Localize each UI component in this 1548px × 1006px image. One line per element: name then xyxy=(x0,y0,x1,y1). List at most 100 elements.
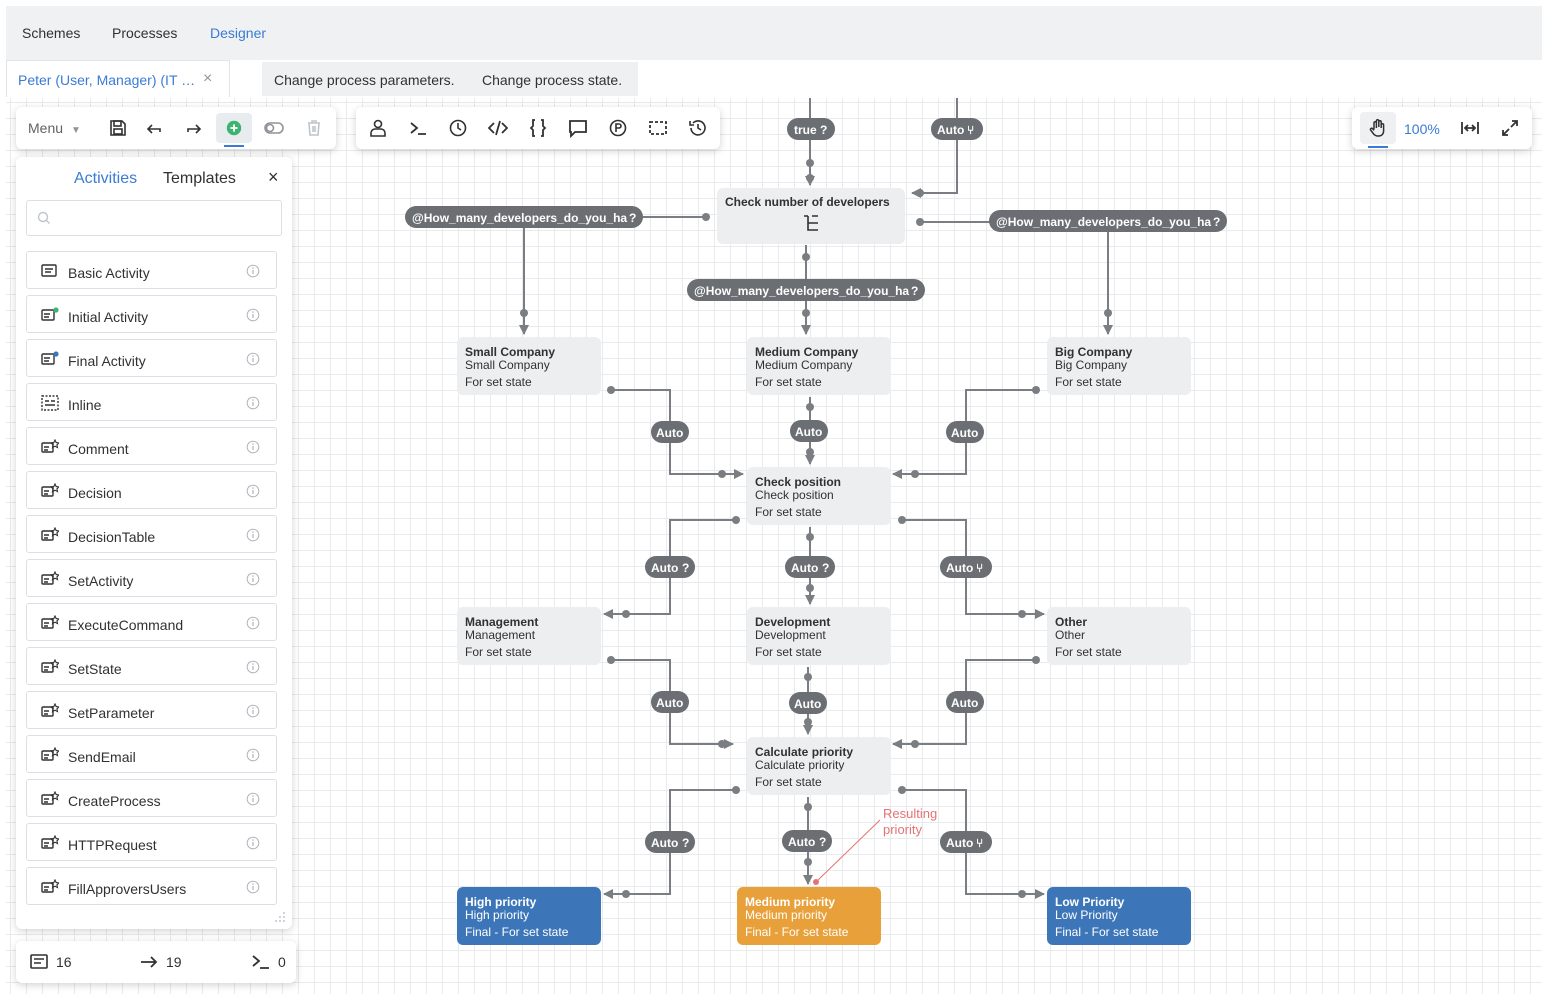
auto-pill[interactable]: Auto xyxy=(946,421,984,443)
transition-line[interactable] xyxy=(519,216,706,335)
actor-icon[interactable] xyxy=(366,116,390,140)
condition-pill-auto[interactable]: Auto ⑂ xyxy=(931,118,983,140)
fit-width-icon[interactable] xyxy=(1458,116,1482,140)
activity-item-setactivity[interactable]: SetActivity xyxy=(26,559,277,597)
nav-designer[interactable]: Designer xyxy=(210,25,267,41)
tab-templates[interactable]: Templates xyxy=(163,170,236,187)
info-icon[interactable] xyxy=(246,792,260,806)
change-state-link[interactable]: Change process state. xyxy=(482,72,623,88)
activity-development[interactable]: Development Development For set state xyxy=(747,607,891,665)
activity-item-basic-activity[interactable]: Basic Activity xyxy=(26,251,277,289)
code-icon[interactable] xyxy=(486,116,510,140)
resize-grip-icon[interactable] xyxy=(274,911,286,923)
selection-icon[interactable] xyxy=(646,116,670,140)
activity-item-final-activity[interactable]: Final Activity xyxy=(26,339,277,377)
auto-condition-pill[interactable]: Auto? xyxy=(785,556,835,578)
auto-pill[interactable]: Auto xyxy=(651,691,689,713)
activity-item-decisiontable[interactable]: DecisionTable xyxy=(26,515,277,553)
timer-icon[interactable] xyxy=(446,116,470,140)
activity-item-createprocess[interactable]: CreateProcess xyxy=(26,779,277,817)
parameter-icon[interactable] xyxy=(606,116,630,140)
info-icon[interactable] xyxy=(246,572,260,586)
undo-icon[interactable] xyxy=(142,116,166,140)
info-icon[interactable] xyxy=(246,616,260,630)
info-icon[interactable] xyxy=(246,484,260,498)
activity-medium-priority[interactable]: Medium priority Medium priority Final - … xyxy=(737,887,881,945)
activity-high-priority[interactable]: High priority High priority Final - For … xyxy=(457,887,601,945)
info-icon[interactable] xyxy=(246,528,260,542)
info-icon[interactable] xyxy=(246,660,260,674)
menu-dropdown[interactable]: Menu▼ xyxy=(28,120,81,136)
tab-activities[interactable]: Activities xyxy=(74,170,138,187)
auto-condition-pill[interactable]: Auto? xyxy=(782,830,832,852)
transition-line[interactable] xyxy=(911,98,958,198)
close-icon[interactable]: × xyxy=(268,167,279,187)
activity-item-initial-activity[interactable]: Initial Activity xyxy=(26,295,277,333)
activity-check-position[interactable]: Check position Check position For set st… xyxy=(747,467,891,525)
auto-pill[interactable]: Auto xyxy=(651,421,689,443)
transition-line[interactable] xyxy=(920,221,1113,335)
activity-small-company[interactable]: Small Company Small Company For set stat… xyxy=(457,337,601,395)
delete-icon[interactable] xyxy=(302,116,326,140)
activity-item-setstate[interactable]: SetState xyxy=(26,647,277,685)
condition-pill-medium[interactable]: @How_many_developers_do_you_ha ? xyxy=(687,279,925,301)
zoom-level[interactable]: 100% xyxy=(1404,121,1440,137)
info-icon[interactable] xyxy=(246,308,260,322)
activity-item-setparameter[interactable]: SetParameter xyxy=(26,691,277,729)
activity-item-httprequest[interactable]: HTTPRequest xyxy=(26,823,277,861)
annotation-text-1[interactable]: Resulting xyxy=(883,806,937,821)
toggle-icon[interactable] xyxy=(262,116,286,140)
info-icon[interactable] xyxy=(246,748,260,762)
command-icon[interactable] xyxy=(406,116,430,140)
info-icon[interactable] xyxy=(246,704,260,718)
save-icon[interactable] xyxy=(106,116,130,140)
activity-item-decision[interactable]: Decision xyxy=(26,471,277,509)
condition-pill-true[interactable]: true ? xyxy=(787,118,835,140)
activity-calculate-priority[interactable]: Calculate priority Calculate priority Fo… xyxy=(747,737,891,795)
activity-management[interactable]: Management Management For set state xyxy=(457,607,601,665)
svg-text:@How_many_developers_do_you_ha: @How_many_developers_do_you_ha xyxy=(996,215,1211,229)
close-icon[interactable]: × xyxy=(203,70,213,87)
activity-item-executecommand[interactable]: ExecuteCommand xyxy=(26,603,277,641)
activity-medium-company[interactable]: Medium Company Medium Company For set st… xyxy=(747,337,891,395)
add-activity-button[interactable] xyxy=(216,113,252,147)
info-icon[interactable] xyxy=(246,880,260,894)
search-input[interactable] xyxy=(57,205,277,231)
activity-big-company[interactable]: Big Company Big Company For set state xyxy=(1047,337,1191,395)
fullscreen-icon[interactable] xyxy=(1498,116,1522,140)
redo-icon[interactable] xyxy=(182,116,206,140)
info-icon[interactable] xyxy=(246,396,260,410)
info-icon[interactable] xyxy=(246,264,260,278)
auto-otherwise-pill[interactable]: Auto⑂ xyxy=(940,556,992,578)
info-icon[interactable] xyxy=(246,352,260,366)
auto-pill[interactable]: Auto xyxy=(946,691,984,713)
activity-low-priority[interactable]: Low Priority Low Priority Final - For se… xyxy=(1047,887,1191,945)
activity-other[interactable]: Other Other For set state xyxy=(1047,607,1191,665)
condition-pill-big[interactable]: @How_many_developers_do_you_ha ? xyxy=(989,210,1227,232)
auto-pill[interactable]: Auto xyxy=(790,420,828,442)
activity-item-comment[interactable]: Comment xyxy=(26,427,277,465)
annotation-text-2[interactable]: priority xyxy=(883,822,923,837)
braces-icon[interactable] xyxy=(526,116,550,140)
activity-item-inline[interactable]: Inline xyxy=(26,383,277,421)
process-tab[interactable]: Peter (User, Manager) (IT … × xyxy=(6,60,230,97)
history-icon[interactable] xyxy=(686,116,710,140)
svg-text:@How_many_developers_do_you_ha: @How_many_developers_do_you_ha xyxy=(694,284,909,298)
info-icon[interactable] xyxy=(246,836,260,850)
auto-condition-pill[interactable]: Auto? xyxy=(645,831,695,853)
nav-processes[interactable]: Processes xyxy=(112,25,178,41)
change-parameters-link[interactable]: Change process parameters. xyxy=(274,72,455,88)
info-icon[interactable] xyxy=(246,440,260,454)
comment-icon[interactable] xyxy=(566,116,590,140)
nav-schemes[interactable]: Schemes xyxy=(22,25,81,41)
pan-mode-button[interactable] xyxy=(1360,112,1396,148)
svg-text:Check number of developers: Check number of developers xyxy=(725,195,890,209)
activity-item-sendemail[interactable]: SendEmail xyxy=(26,735,277,773)
auto-otherwise-pill[interactable]: Auto⑂ xyxy=(940,831,992,853)
condition-pill-small[interactable]: @How_many_developers_do_you_ha ? xyxy=(405,206,643,228)
auto-pill[interactable]: Auto xyxy=(789,692,827,714)
auto-condition-pill[interactable]: Auto? xyxy=(645,556,695,578)
activity-item-fillapproversusers[interactable]: FillApproversUsers xyxy=(26,867,277,905)
svg-text:Medium priority: Medium priority xyxy=(745,908,827,922)
activity-check-developers[interactable]: Check number of developers xyxy=(717,188,905,244)
